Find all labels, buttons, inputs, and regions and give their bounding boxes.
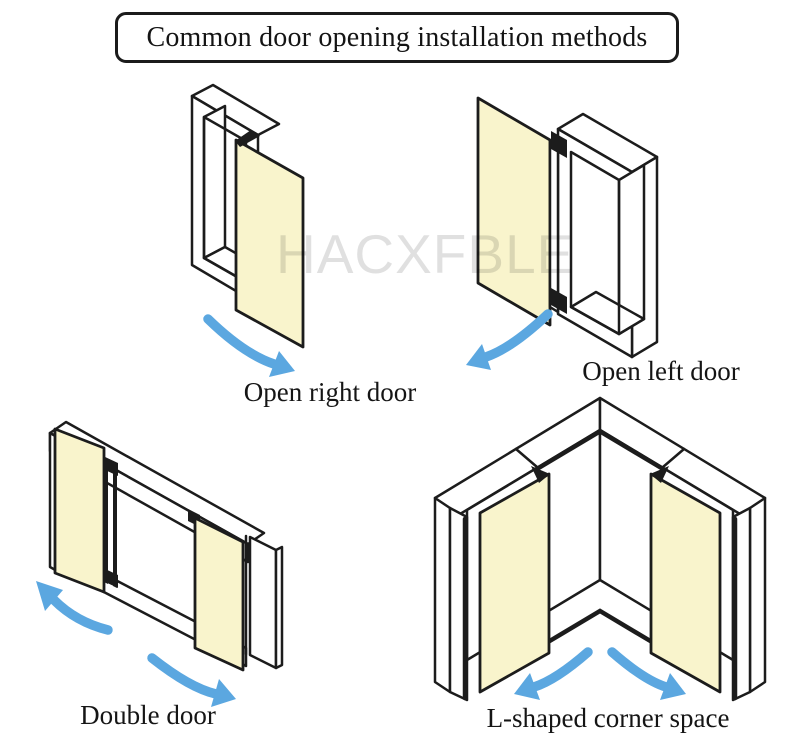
frame-opening <box>569 150 621 336</box>
swing-arrow-out-right-icon <box>607 647 686 700</box>
door-panel <box>234 138 305 349</box>
left-hinge-block-bottom <box>103 568 118 588</box>
swing-arrow-right-icon <box>203 314 295 377</box>
caption-l-shaped-corner-space: L-shaped corner space <box>486 703 730 733</box>
left-hinge-block-top <box>103 456 118 476</box>
left-hinge-bar-2 <box>113 462 117 588</box>
right-frame-header <box>598 429 666 472</box>
right-top-joint <box>661 447 686 469</box>
hinge-block-bottom <box>551 288 567 314</box>
swing-arrow-out-left-icon <box>514 647 593 700</box>
caption-double-door: Double door <box>80 700 216 730</box>
page-title: Common door opening installation methods <box>115 12 679 63</box>
left-hinge-bar <box>104 458 108 584</box>
frame-inner-left-face <box>202 104 227 260</box>
figure-l-shaped-corner <box>433 396 767 702</box>
wall-right-post-front <box>248 535 278 670</box>
figure-open-right-door <box>190 83 305 377</box>
caption-open-right-door: Open right door <box>243 377 417 407</box>
figure-open-left-door <box>466 96 659 370</box>
caption-open-left-door: Open left door <box>582 356 740 386</box>
swing-arrow-down-right-icon <box>147 653 236 707</box>
floor-corner-edge <box>545 608 655 645</box>
right-door-panel <box>193 516 245 672</box>
left-frame-header <box>534 429 602 472</box>
left-hinge-mark <box>531 466 550 483</box>
left-end-outer-post <box>433 496 452 694</box>
hinge-block-top <box>551 131 567 158</box>
left-door-panel <box>478 472 551 694</box>
right-end-outer-post <box>748 496 767 694</box>
swing-arrow-up-left-icon <box>36 581 113 635</box>
left-top-joint <box>514 447 539 469</box>
right-door-panel <box>649 472 722 694</box>
door-panel <box>476 96 552 327</box>
wall-right-post-side <box>274 545 284 670</box>
hinge-channel <box>548 139 560 314</box>
right-hinge-mark <box>650 466 669 483</box>
left-door-panel <box>53 427 106 594</box>
swing-arrow-left-icon <box>466 309 553 370</box>
hinge-mark <box>235 130 260 147</box>
figure-double-door <box>36 420 284 707</box>
